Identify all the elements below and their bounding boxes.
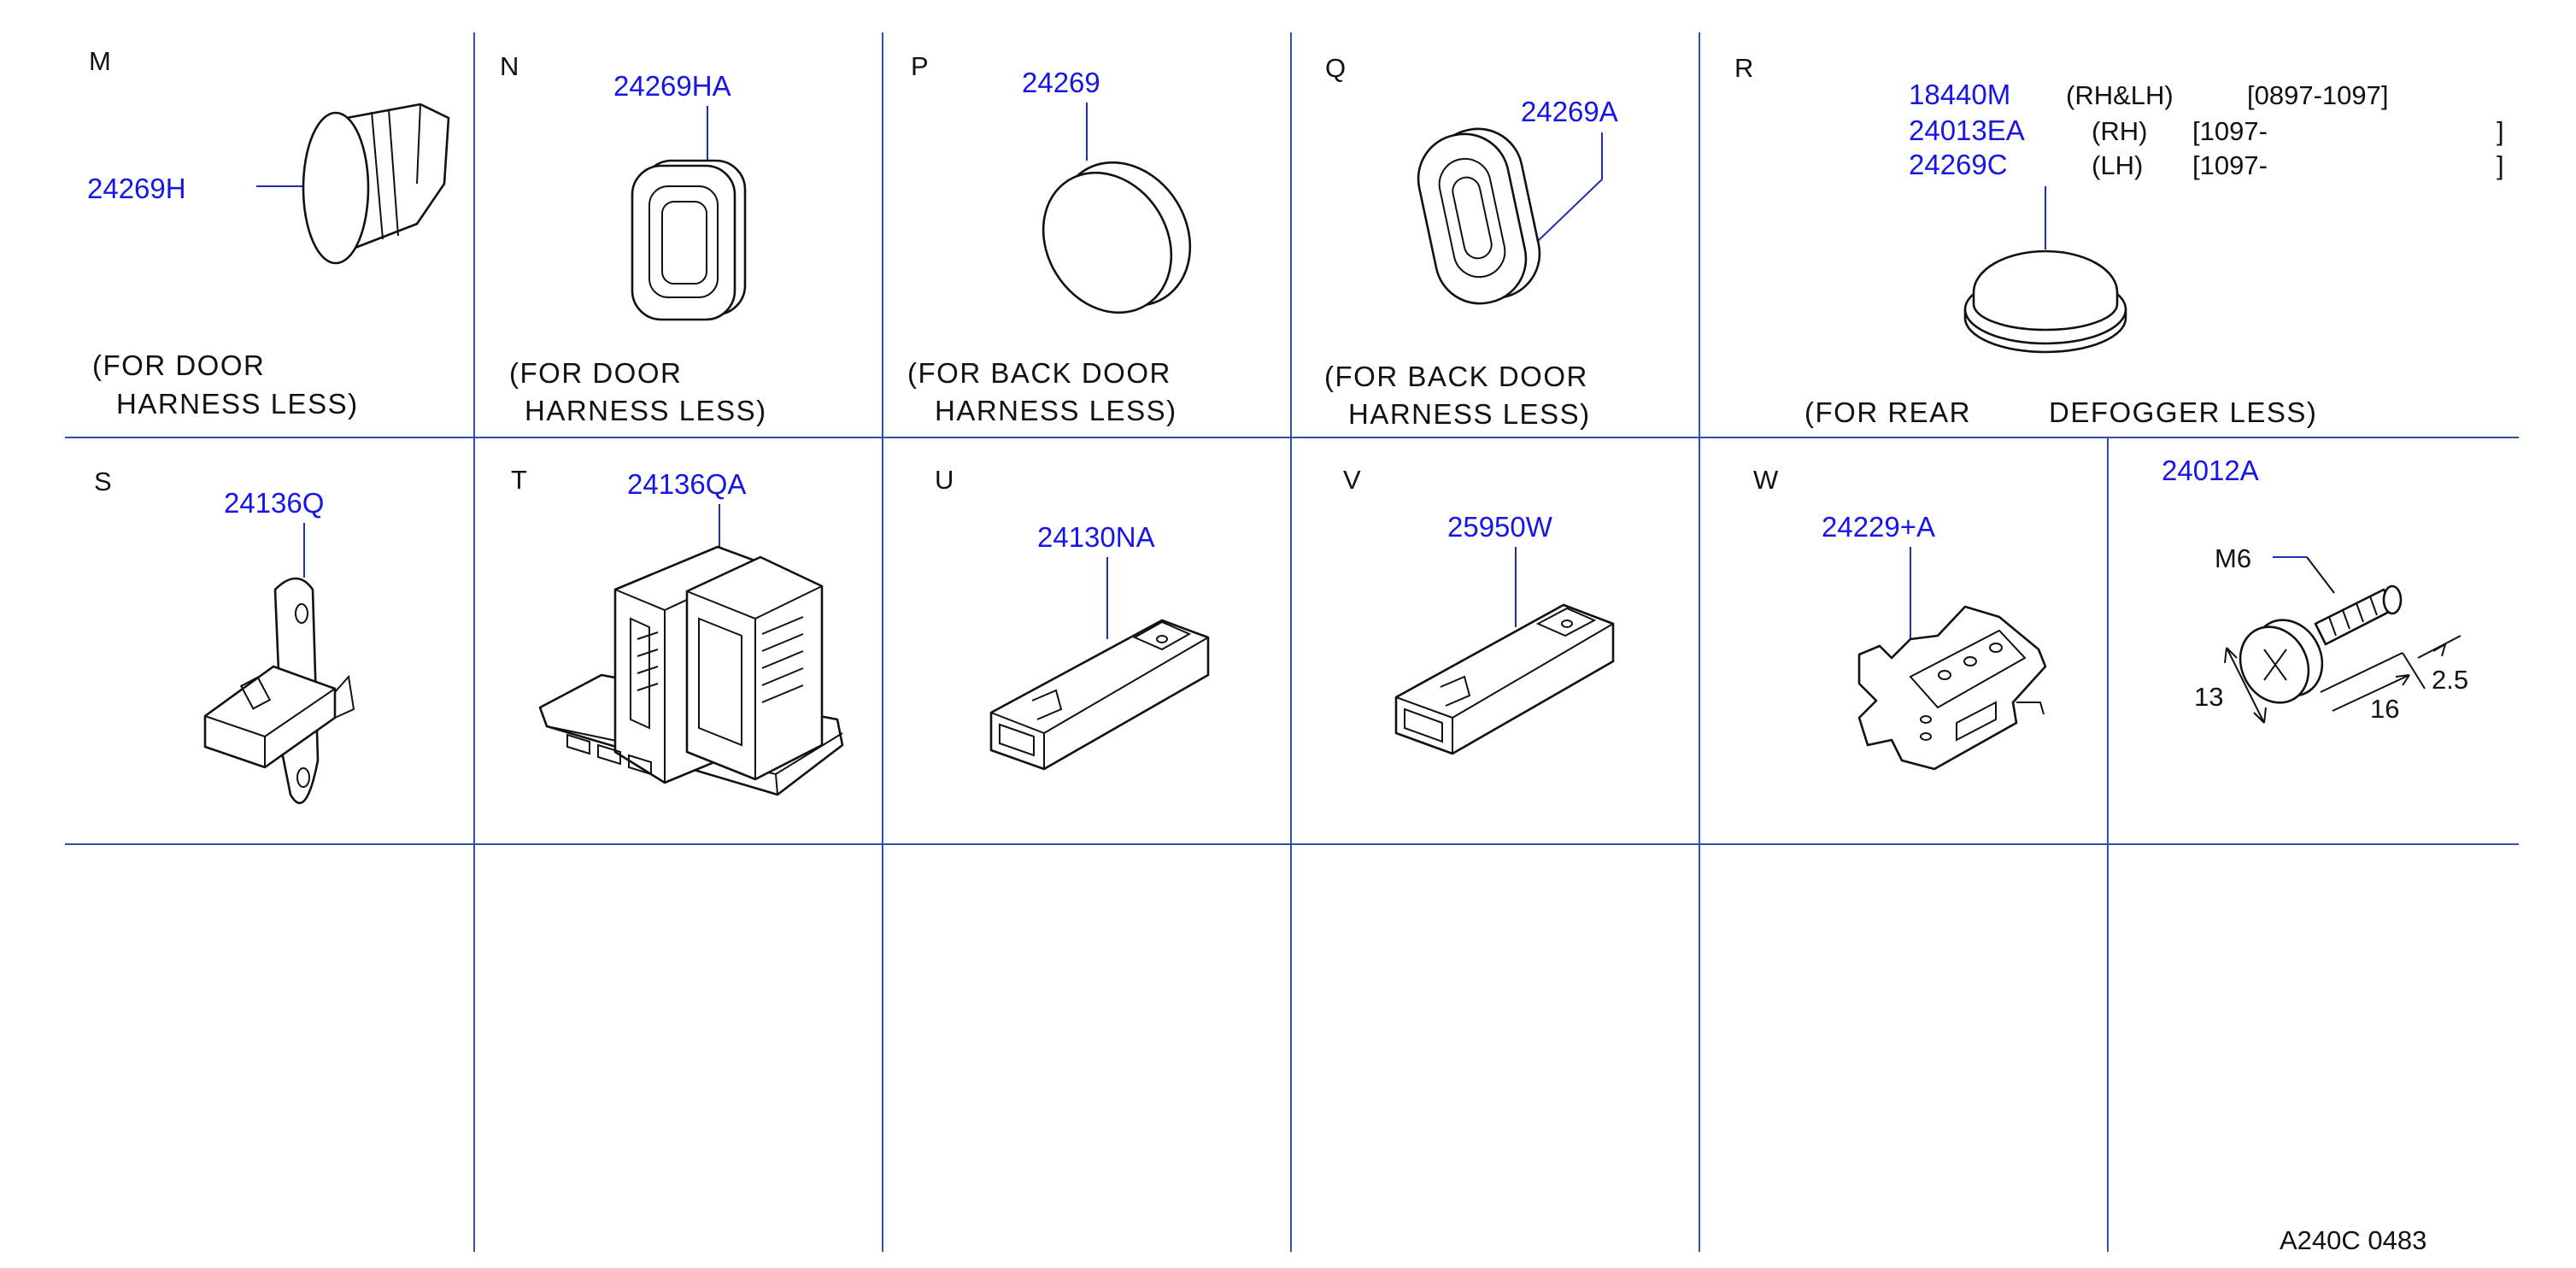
clip-bracket-part-drawing <box>203 577 355 805</box>
note-line-2: HARNESS LESS) <box>935 395 1177 426</box>
part-number-24269A[interactable]: 24269A <box>1521 96 1618 127</box>
note-line-1: (FOR DOOR <box>509 357 682 389</box>
cap-plug-part-drawing <box>1963 249 2127 354</box>
part-number-24012A[interactable]: 24012A <box>2162 455 2259 486</box>
grid-lines <box>65 32 2519 1252</box>
side-rh-lh: (RH&LH) <box>2066 80 2174 110</box>
grommet-part-drawing <box>302 103 450 265</box>
note-line-2: HARNESS LESS) <box>116 388 359 420</box>
note-line-2: DEFOGGER LESS) <box>2049 396 2317 428</box>
cell-letter: R <box>1734 53 1753 83</box>
bolt-part-drawing <box>2239 584 2403 704</box>
cell-P: P 24269 (FOR BACK DOOR HARNESS LESS) <box>907 51 1192 426</box>
side-rh: (RH) <box>2092 116 2147 146</box>
part-number-24136Q[interactable]: 24136Q <box>224 487 324 519</box>
part-number-24229-A[interactable]: 24229+A <box>1822 511 1935 543</box>
thread-size-label: M6 <box>2215 543 2251 573</box>
leader-line <box>1537 132 1603 242</box>
cell-N: N 24269HA (FOR DOOR HARNESS LESS) <box>500 51 767 426</box>
part-number-24269H[interactable]: 24269H <box>87 173 186 204</box>
cell-V: V 25950W <box>1343 465 1615 755</box>
note-line-1: (FOR BACK DOOR <box>907 357 1171 389</box>
cell-M: M 24269H (FOR DOOR HARNESS LESS) <box>87 46 450 420</box>
connector-holder-part-drawing <box>538 545 844 796</box>
cell-T: T 24136QA <box>511 465 844 796</box>
dimension-lines <box>2224 635 2462 724</box>
cell-bolt: 24012A M6 13 16 2.5 <box>2162 455 2468 724</box>
bracket-close: ] <box>2497 150 2504 180</box>
cell-Q: Q 24269A (FOR BACK DOOR HARNESS LESS) <box>1324 53 1618 430</box>
date-range: [0897-1097] <box>2247 80 2388 110</box>
side-lh: (LH) <box>2092 150 2143 180</box>
application-table: 18440M (RH&LH) [0897-1097] 24013EA (RH) … <box>1909 79 2504 180</box>
cell-letter: W <box>1753 465 1779 495</box>
dimension-length-16: 16 <box>2370 694 2399 724</box>
cell-letter: S <box>94 467 112 496</box>
cell-U: U 24130NA <box>935 465 1210 771</box>
note-line-2: HARNESS LESS) <box>1348 398 1591 430</box>
cell-letter: Q <box>1325 53 1346 83</box>
date-range: [1097- <box>2192 116 2268 146</box>
note-line-1: (FOR REAR <box>1804 396 1971 428</box>
cell-R: R 18440M (RH&LH) [0897-1097] 24013EA (RH… <box>1734 53 2504 428</box>
part-number-25950W[interactable]: 25950W <box>1447 511 1553 543</box>
plug-part-drawing <box>1042 161 1192 314</box>
connector-part-drawing <box>989 619 1210 771</box>
part-number-24269C[interactable]: 24269C <box>1909 149 2008 180</box>
cell-letter: U <box>935 465 954 495</box>
note-line-1: (FOR BACK DOOR <box>1324 361 1588 392</box>
dimension-pitch-2-5: 2.5 <box>2432 665 2468 695</box>
cell-letter: N <box>500 51 519 81</box>
bracket-close: ] <box>2497 116 2504 146</box>
diagram-code: A240C 0483 <box>2280 1225 2426 1255</box>
connector-part-drawing <box>1394 603 1615 755</box>
thread-leader <box>2306 556 2335 594</box>
grommet-part-drawing <box>1417 127 1541 305</box>
cell-letter: V <box>1343 465 1361 495</box>
grommet-part-drawing <box>631 159 747 321</box>
part-number-24269HA[interactable]: 24269HA <box>613 70 731 102</box>
cell-letter: M <box>89 46 111 76</box>
part-number-18440M[interactable]: 18440M <box>1909 79 2010 110</box>
part-number-24136QA[interactable]: 24136QA <box>627 468 746 500</box>
cell-letter: P <box>911 51 929 81</box>
part-number-24269[interactable]: 24269 <box>1022 67 1100 98</box>
bracket-part-drawing <box>1857 605 2047 771</box>
note-line-1: (FOR DOOR <box>92 349 265 381</box>
cell-S: S 24136Q <box>94 467 355 805</box>
part-number-24013EA[interactable]: 24013EA <box>1909 114 2025 146</box>
dimension-head-13: 13 <box>2194 682 2223 712</box>
cell-letter: T <box>511 465 527 495</box>
note-line-2: HARNESS LESS) <box>525 395 767 426</box>
date-range: [1097- <box>2192 150 2268 180</box>
part-number-24130NA[interactable]: 24130NA <box>1037 521 1155 553</box>
cell-W: W 24229+A <box>1753 465 2047 771</box>
